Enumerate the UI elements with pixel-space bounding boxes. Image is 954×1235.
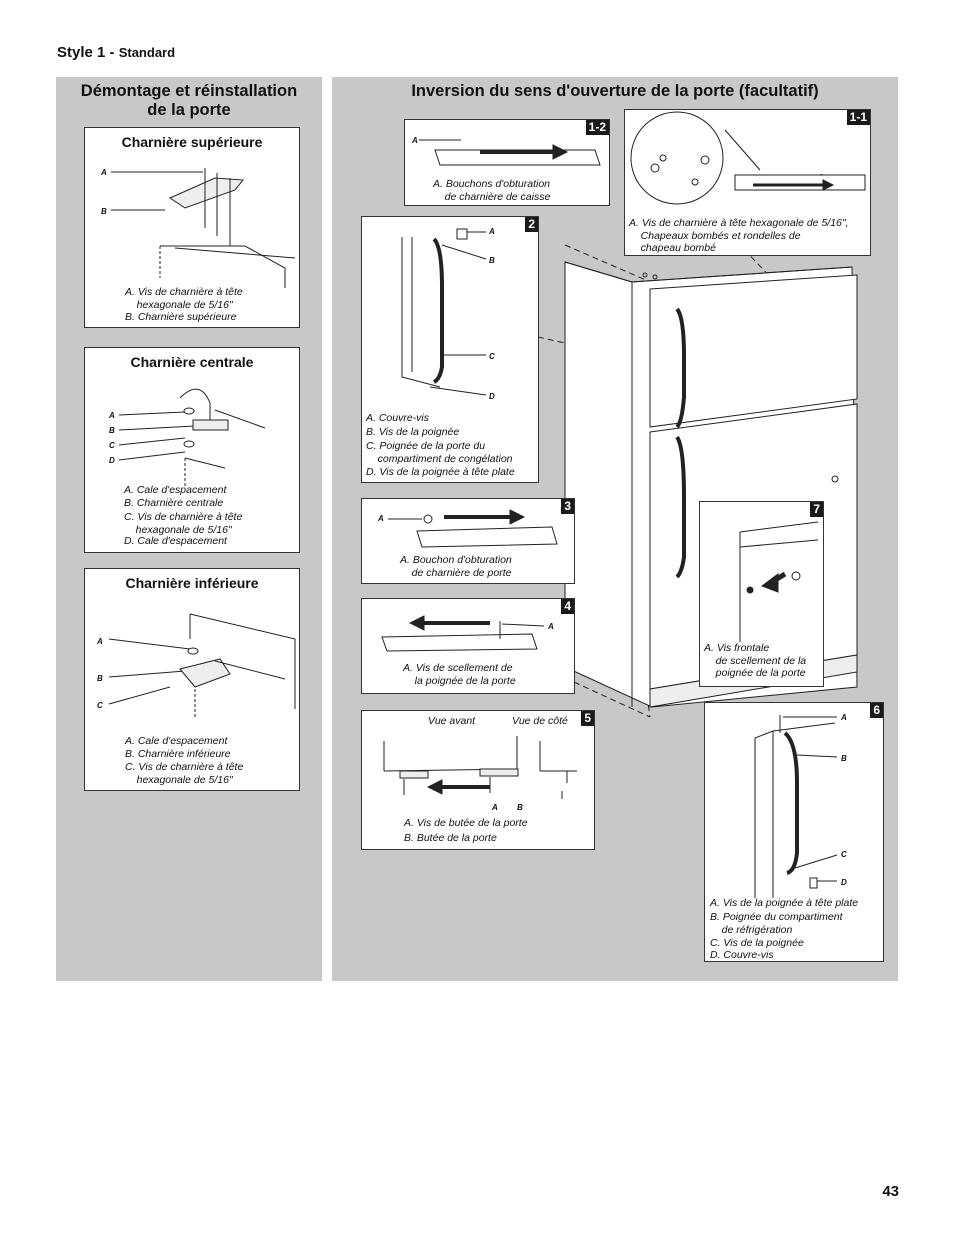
left-title-line1: Démontage et réinstallation [80, 82, 298, 100]
step-4-label-a: A [548, 622, 554, 631]
bottom-hinge-box: Charnière inférieure A B C A. Cale d'esp… [84, 568, 300, 791]
bottom-hinge-label-b: B [97, 674, 103, 683]
step-1-2-caption: A. Bouchons d'obturation de charnière de… [433, 178, 551, 203]
step-1-2-badge: 1-2 [585, 120, 609, 135]
step-1-1-badge: 1-1 [846, 110, 870, 125]
step-5-view-front: Vue avant [428, 715, 476, 727]
step-6-label-d: D [841, 878, 847, 887]
top-hinge-title: Charnière supérieure [121, 134, 263, 150]
step-2-label-c: C [489, 352, 495, 361]
top-hinge-label-b: B [101, 207, 107, 216]
center-hinge-caption-d: D. Cale d'espacement [124, 535, 227, 547]
top-hinge-box: Charnière supérieure A B A. Vis de charn… [84, 127, 300, 328]
step-3-box: 3 A A. Bouchon d'obturation de charnière… [361, 498, 575, 584]
step-1-2-label-a: A [412, 136, 418, 145]
center-hinge-caption-a: A. Cale d'espacement [124, 484, 227, 496]
step-2-caption-d: D. Vis de la poignée à tête plate [366, 466, 515, 478]
step-2-caption-a: A. Couvre-vis [366, 412, 430, 424]
style-label: Style 1 - [57, 44, 119, 61]
step-5-label-a: A [492, 803, 498, 812]
step-6-illustration [754, 715, 838, 898]
bottom-hinge-caption-c: C. Vis de charnière à tête hexagonale de… [125, 761, 244, 786]
center-hinge-label-b: B [109, 426, 115, 435]
step-5-caption-b: B. Butée de la porte [404, 832, 497, 844]
step-5-label-b: B [517, 803, 523, 812]
step-4-caption: A. Vis de scellement de la poignée de la… [403, 662, 516, 687]
step-3-caption: A. Bouchon d'obturation de charnière de … [400, 554, 512, 579]
step-6-caption-b: B. Poignée du compartiment de réfrigérat… [710, 911, 843, 936]
top-hinge-illustration [111, 168, 296, 288]
bottom-hinge-label-c: C [97, 701, 103, 710]
step-5-caption-a: A. Vis de butée de la porte [404, 817, 528, 829]
page-number: 43 [882, 1183, 899, 1200]
step-6-caption-c: C. Vis de la poignée [710, 937, 804, 949]
center-hinge-caption-b: B. Charnière centrale [124, 497, 224, 509]
step-1-1-illustration [630, 111, 866, 205]
top-hinge-caption-b: B. Charnière supérieure [125, 311, 237, 323]
step-6-label-a: A [841, 713, 847, 722]
bottom-hinge-label-a: A [97, 637, 103, 646]
step-2-badge: 2 [525, 217, 538, 232]
step-7-badge: 7 [810, 502, 823, 517]
center-hinge-title: Charnière centrale [130, 354, 254, 370]
center-hinge-label-d: D [109, 456, 115, 465]
center-hinge-illustration [118, 388, 266, 488]
step-4-badge: 4 [561, 599, 574, 614]
center-hinge-label-c: C [109, 441, 115, 450]
step-4-box: 4 A A. Vis de scellement de la poignée d… [361, 598, 575, 694]
step-3-badge: 3 [561, 499, 574, 514]
step-5-badge: 5 [581, 711, 594, 726]
left-title-line2: de la porte [147, 101, 231, 119]
step-1-2-box: 1-2 A A. Bouchons d'obturation de charni… [404, 119, 610, 206]
center-hinge-caption-c: C. Vis de charnière à tête hexagonale de… [124, 511, 243, 536]
step-5-box: 5 Vue avant Vue de côté A B A. Vis de bu… [361, 710, 595, 850]
style-heading: Style 1 - Standard [57, 44, 175, 61]
step-7-box: 7 A. Vis frontale de scellement de la po… [699, 501, 824, 687]
step-2-label-a: A [489, 227, 495, 236]
bottom-hinge-caption-b: B. Charnière inférieure [125, 748, 231, 760]
step-6-label-b: B [841, 754, 847, 763]
bottom-hinge-title: Charnière inférieure [125, 575, 259, 591]
step-2-label-d: D [489, 392, 495, 401]
step-1-1-caption: A. Vis de charnière à tête hexagonale de… [629, 217, 849, 254]
step-3-illustration [388, 509, 558, 548]
step-6-badge: 6 [870, 703, 883, 718]
step-1-2-illustration [419, 139, 601, 166]
center-hinge-box: Charnière centrale A B C D A. Cale d'esp… [84, 347, 300, 553]
right-panel-title: Inversion du sens d'ouverture de la port… [411, 82, 819, 100]
step-6-caption-d: D. Couvre-vis [710, 949, 774, 961]
left-panel-title: Démontage et réinstallation de la porte [56, 82, 322, 120]
center-hinge-label-a: A [109, 411, 115, 420]
step-7-caption: A. Vis frontale de scellement de la poig… [704, 642, 807, 679]
step-4-illustration [381, 615, 545, 652]
step-5-view-side: Vue de côté [512, 715, 568, 727]
step-5-illustration [383, 736, 577, 799]
step-3-label-a: A [378, 514, 384, 523]
step-2-label-b: B [489, 256, 495, 265]
step-7-illustration [739, 521, 819, 642]
bottom-hinge-illustration [108, 613, 296, 719]
step-2-caption-c: C. Poignée de la porte du compartiment d… [366, 440, 513, 465]
step-2-caption-b: B. Vis de la poignée [366, 426, 460, 438]
step-6-caption-a: A. Vis de la poignée à tête plate [710, 897, 859, 909]
bottom-hinge-caption-a: A. Cale d'espacement [125, 735, 228, 747]
step-2-box: 2 A B C D A. Couvre-vis B. Vis de la poi… [361, 216, 539, 483]
step-6-label-c: C [841, 850, 847, 859]
top-hinge-label-a: A [101, 168, 107, 177]
style-sublabel: Standard [118, 45, 176, 60]
top-hinge-caption-a: A. Vis de charnière à tête hexagonale de… [125, 286, 243, 311]
step-2-illustration [401, 228, 487, 396]
step-6-box: 6 A B C D A. Vis de la poignée à tête pl… [704, 702, 884, 962]
step-1-1-box: 1-1 A A. Vis de charnière à tête hexagon… [624, 109, 871, 256]
